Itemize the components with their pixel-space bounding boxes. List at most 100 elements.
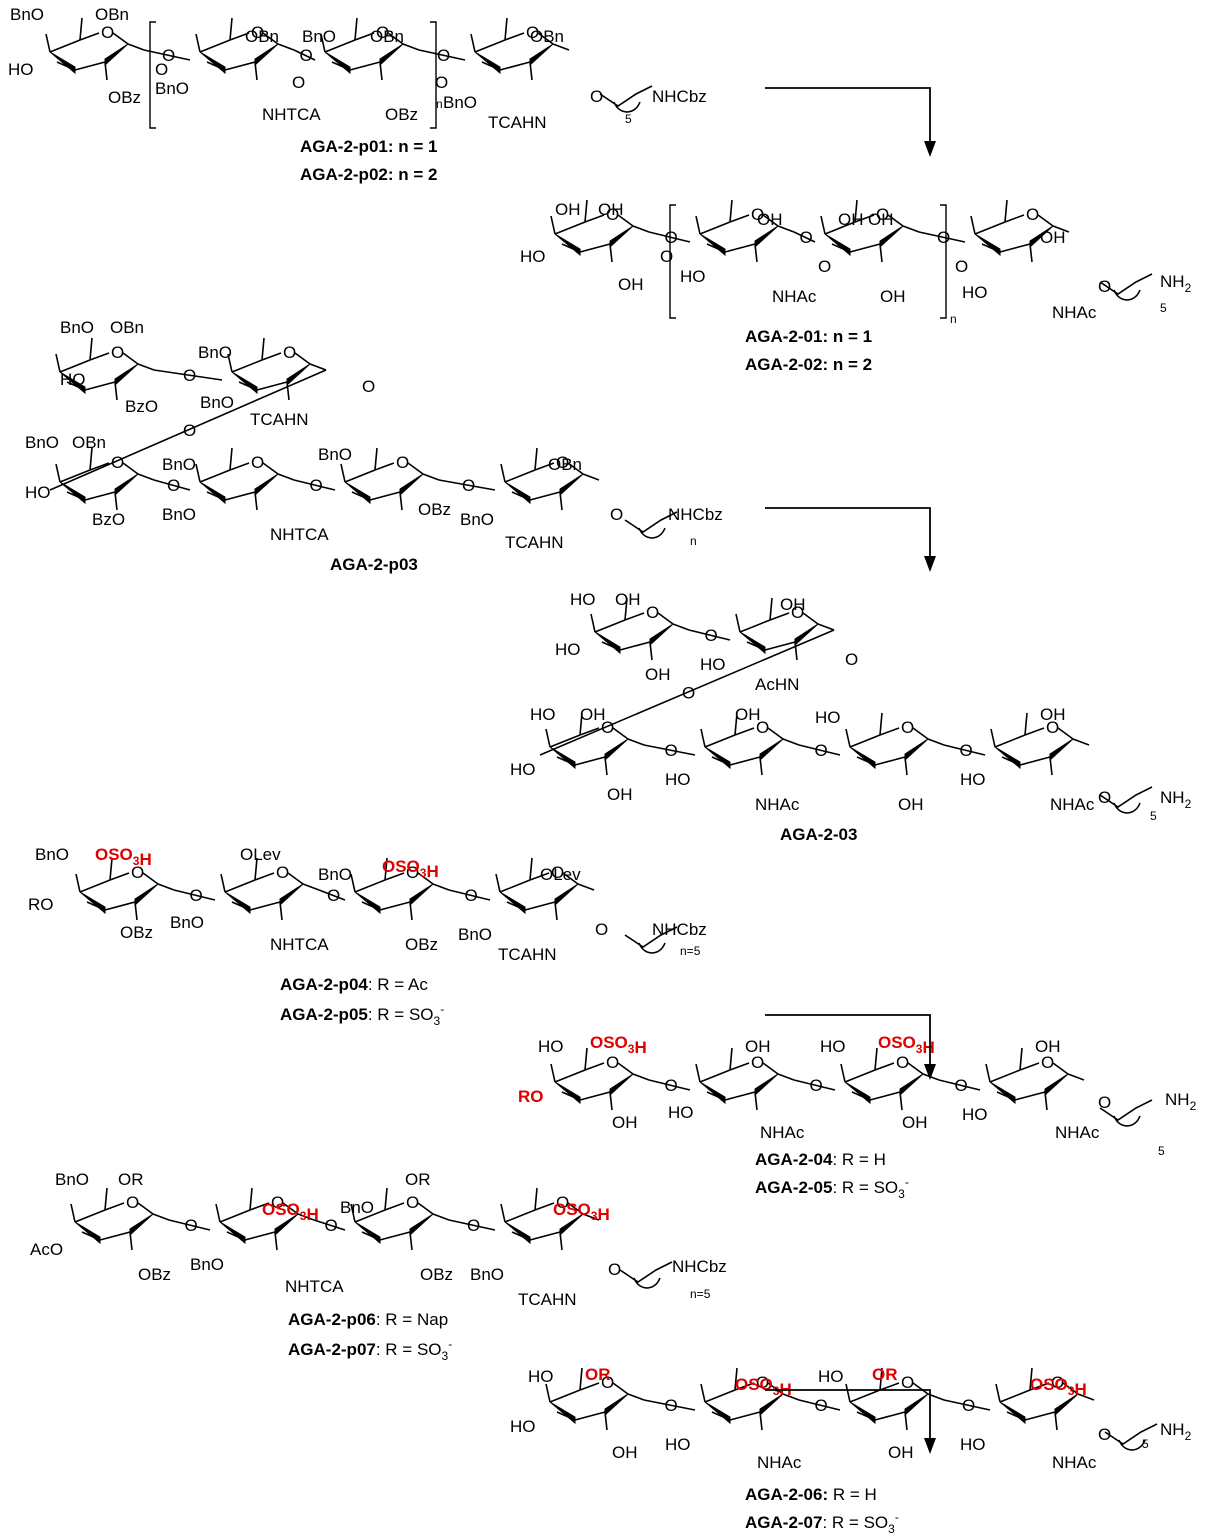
ring-oxygen: O <box>756 718 769 737</box>
substituent-oh: OH <box>898 795 924 814</box>
substituent-ho: HO <box>8 60 34 79</box>
substituent-nhtca: NHTCA <box>285 1277 344 1296</box>
substituent-bzo: BzO <box>125 397 158 416</box>
substituent-olev: OLev <box>540 865 581 884</box>
substituent-oso3h: OSO3H <box>1030 1375 1087 1399</box>
substituent-obz: OBz <box>108 88 141 107</box>
ring-oxygen: O <box>896 1053 909 1072</box>
ring-oxygen: O <box>1046 718 1059 737</box>
glycosidic-oxygen: O <box>705 626 718 645</box>
glycosidic-oxygen: O <box>327 886 340 905</box>
glycosidic-oxygen: O <box>185 1216 198 1235</box>
substituent-oh: OH <box>888 1443 914 1462</box>
substituent-ho: HO <box>520 247 546 266</box>
reaction-arrow-1 <box>765 87 936 157</box>
substituent-ho: HO <box>960 770 986 789</box>
substituent-obz: OBz <box>405 935 438 954</box>
ring-oxygen: O <box>406 863 419 882</box>
ring-oxygen: O <box>396 453 409 472</box>
substituent-5: 5 <box>1160 301 1167 315</box>
glycosidic-oxygen: O <box>190 886 203 905</box>
ring-oxygen: O <box>376 23 389 42</box>
substituent-oh: OH <box>645 665 671 684</box>
ring-oxygen: O <box>601 1373 614 1392</box>
substituent-n-5: n=5 <box>690 1287 711 1301</box>
substituent-ho: HO <box>962 283 988 302</box>
substituent-nhac: NHAc <box>1052 303 1097 322</box>
ring-oxygen: O <box>111 453 124 472</box>
substituent-ho: HO <box>665 770 691 789</box>
substituent-nhcbz: NHCbz <box>668 505 723 524</box>
substituent-nhtca: NHTCA <box>270 525 329 544</box>
substituent-bno: BnO <box>318 865 352 884</box>
substituent-oso3h: OSO3H <box>553 1200 610 1224</box>
substituent-bno: BnO <box>60 318 94 337</box>
substituent-nhac: NHAc <box>1050 795 1095 814</box>
substituent-oso3h: OSO3H <box>735 1375 792 1399</box>
ring-oxygen: O <box>556 1193 569 1212</box>
glycosidic-oxygen: O <box>962 1396 975 1415</box>
substituent-5: 5 <box>625 112 632 126</box>
substituent-bno: BnO <box>162 455 196 474</box>
substituent-o: O <box>845 650 858 669</box>
substituent-ho: HO <box>820 1037 846 1056</box>
substituent-ho: HO <box>530 705 556 724</box>
substituent-nhac: NHAc <box>755 795 800 814</box>
substituent-o: O <box>608 1260 621 1279</box>
substituent-nhac: NHAc <box>1055 1123 1100 1142</box>
substituent-bno: BnO <box>460 510 494 529</box>
glycosidic-oxygen: O <box>682 684 695 703</box>
glycosidic-oxygen: O <box>810 1076 823 1095</box>
substituent-ro: RO <box>518 1087 544 1106</box>
substituent-tcahn: TCAHN <box>488 113 547 132</box>
compound-name-aga-2-06: AGA-2-06: R = H <box>745 1485 877 1504</box>
substituent-ho: HO <box>680 267 706 286</box>
substituent-obn: OBn <box>245 27 279 46</box>
substituent-oh: OH <box>612 1443 638 1462</box>
substituent-oh: OH <box>598 200 624 219</box>
substituent-ro: RO <box>28 895 54 914</box>
substituent-ho: HO <box>960 1435 986 1454</box>
substituent-o: O <box>818 257 831 276</box>
ring-oxygen: O <box>791 603 804 622</box>
substituent-5: 5 <box>1158 1144 1165 1158</box>
substituent-o: O <box>610 505 623 524</box>
substituent-oh: OH <box>880 287 906 306</box>
ring-oxygen: O <box>646 603 659 622</box>
compound-name-aga-2-02: AGA-2-02: n = 2 <box>745 355 872 374</box>
substituent-ho: HO <box>818 1367 844 1386</box>
ring-oxygen: O <box>1051 1373 1064 1392</box>
substituent-oso3h: OSO3H <box>382 857 439 881</box>
substituent-oh: OH <box>735 705 761 724</box>
ring-oxygen: O <box>901 718 914 737</box>
glycosidic-oxygen: O <box>310 476 323 495</box>
substituent-oh: OH <box>780 595 806 614</box>
substituent-o: O <box>155 60 168 79</box>
substituent-nh2: NH2 <box>1160 272 1192 295</box>
substituent-nhac: NHAc <box>757 1453 802 1472</box>
glycosidic-oxygen: O <box>665 741 678 760</box>
substituent-tcahn: TCAHN <box>505 533 564 552</box>
substituent-ho: HO <box>510 1417 536 1436</box>
glycosidic-oxygen: O <box>465 886 478 905</box>
substituent-oh: OH <box>757 210 783 229</box>
glycosidic-oxygen: O <box>437 46 450 65</box>
substituent-o: O <box>292 73 305 92</box>
substituent-oh: OH <box>618 275 644 294</box>
substituent-bno: BnO <box>10 5 44 24</box>
compound-name-aga-2-03: AGA-2-03 <box>780 825 857 844</box>
substituent-oh: OH <box>580 705 606 724</box>
substituent-nhtca: NHTCA <box>262 105 321 124</box>
substituent-ho: HO <box>528 1367 554 1386</box>
substituent-ho: HO <box>962 1105 988 1124</box>
substituent-nhac: NHAc <box>760 1123 805 1142</box>
reaction-arrow-2 <box>765 507 936 572</box>
compound-name-aga-2-p07: AGA-2-p07: R = SO3- <box>288 1337 452 1363</box>
substituent-nhcbz: NHCbz <box>652 920 707 939</box>
ring-oxygen: O <box>876 205 889 224</box>
ring-oxygen: O <box>126 1193 139 1212</box>
glycosidic-oxygen: O <box>665 1396 678 1415</box>
ring-oxygen: O <box>526 23 539 42</box>
